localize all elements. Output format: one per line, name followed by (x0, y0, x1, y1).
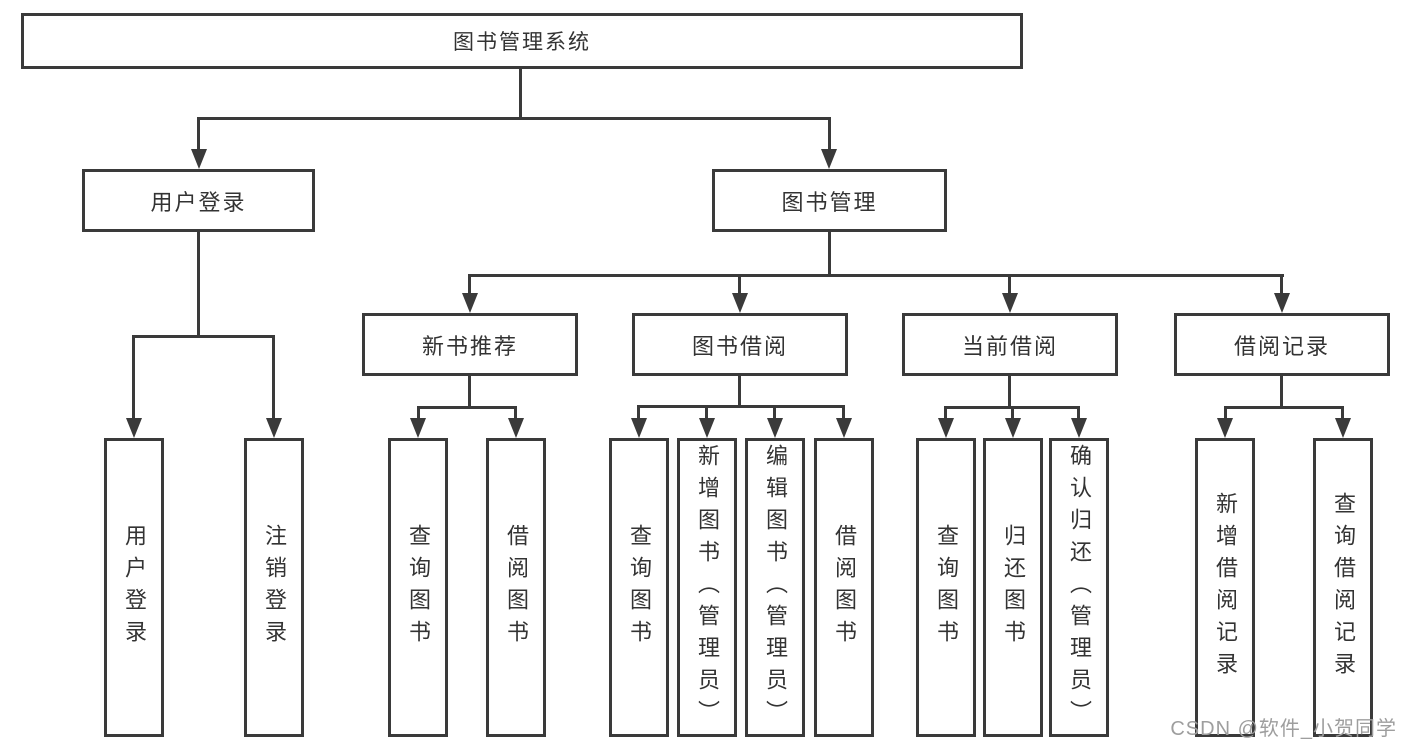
connector-line (468, 274, 471, 296)
connector-line (1280, 376, 1283, 408)
arrow-down (938, 418, 954, 438)
node-query-books: 查询图书 (916, 438, 976, 737)
node-return-books: 归还图书 (983, 438, 1043, 737)
node-borrow-books: 借阅图书 (486, 438, 546, 737)
connector-line (417, 406, 517, 409)
node-add-borrow-record: 新增借阅记录 (1195, 438, 1255, 737)
node-book-management: 图书管理 (712, 169, 947, 232)
arrow-down (821, 149, 837, 169)
connector-line (417, 406, 420, 422)
node-label: 查询图书 (934, 523, 959, 652)
node-label: 用户登录 (122, 523, 147, 652)
node-label: 借阅图书 (504, 523, 529, 652)
connector-line (1280, 274, 1283, 296)
arrow-down (191, 149, 207, 169)
node-label: 新增借阅记录 (1213, 491, 1238, 684)
node-label: 查询图书 (627, 523, 652, 652)
connector-line (132, 335, 275, 338)
arrow-down (508, 418, 524, 438)
connector-line (519, 69, 522, 119)
connector-line (1224, 406, 1344, 409)
watermark: CSDN @软件_小贺同学 (1170, 718, 1397, 740)
arrow-down (1335, 418, 1351, 438)
node-query-borrow-record: 查询借阅记录 (1313, 438, 1373, 737)
connector-line (469, 274, 1284, 277)
connector-line (1341, 406, 1344, 421)
node-edit-book-admin: 编辑图书（管理员） (745, 438, 805, 737)
connector-line (637, 405, 640, 421)
connector-line (828, 232, 831, 276)
arrow-down (410, 418, 426, 438)
arrow-down (1071, 418, 1087, 438)
connector-line (828, 117, 831, 151)
arrow-down (836, 418, 852, 438)
connector-line (1011, 406, 1014, 421)
connector-line (1008, 274, 1011, 296)
connector-line (738, 274, 741, 296)
connector-line (842, 405, 845, 421)
arrow-down (767, 418, 783, 438)
connector-line (514, 406, 517, 422)
connector-line (197, 117, 831, 120)
arrow-down (126, 418, 142, 438)
node-label: 查询借阅记录 (1331, 491, 1356, 684)
node-query-books: 查询图书 (609, 438, 669, 737)
arrow-down (699, 418, 715, 438)
connector-line (1077, 406, 1080, 421)
connector-line (1008, 376, 1011, 408)
node-label: 归还图书 (1001, 523, 1026, 652)
node-book-borrowing: 图书借阅 (632, 313, 848, 376)
node-logout: 注销登录 (244, 438, 304, 737)
node-label: 查询图书 (406, 523, 431, 652)
connector-line (468, 376, 471, 408)
node-label: 借阅图书 (832, 523, 857, 652)
node-borrowing-records: 借阅记录 (1174, 313, 1390, 376)
node-label: 编辑图书（管理员） (763, 443, 788, 732)
connector-line (197, 117, 200, 151)
arrow-down (631, 418, 647, 438)
connector-line (272, 335, 275, 421)
connector-line (705, 405, 708, 421)
node-label: 确认归还（管理员） (1067, 443, 1092, 732)
node-library-system: 图书管理系统 (21, 13, 1023, 69)
arrow-down (732, 293, 748, 313)
node-borrow-books: 借阅图书 (814, 438, 874, 737)
arrow-down (1005, 418, 1021, 438)
arrow-down (1217, 418, 1233, 438)
connector-line (738, 376, 741, 407)
node-label: 新增图书（管理员） (695, 443, 720, 732)
arrow-down (266, 418, 282, 438)
connector-line (637, 405, 845, 408)
connector-line (773, 405, 776, 421)
arrow-down (1002, 293, 1018, 313)
node-confirm-return-admin: 确认归还（管理员） (1049, 438, 1109, 737)
connector-line (944, 406, 947, 421)
connector-line (197, 232, 200, 337)
connector-line (1224, 406, 1227, 421)
node-label: 注销登录 (262, 523, 287, 652)
arrow-down (462, 293, 478, 313)
node-add-book-admin: 新增图书（管理员） (677, 438, 737, 737)
node-current-borrowing: 当前借阅 (902, 313, 1118, 376)
arrow-down (1274, 293, 1290, 313)
node-user-login: 用户登录 (82, 169, 315, 232)
connector-line (132, 335, 135, 421)
node-query-books: 查询图书 (388, 438, 448, 737)
node-new-book-recommend: 新书推荐 (362, 313, 578, 376)
node-user-login-action: 用户登录 (104, 438, 164, 737)
